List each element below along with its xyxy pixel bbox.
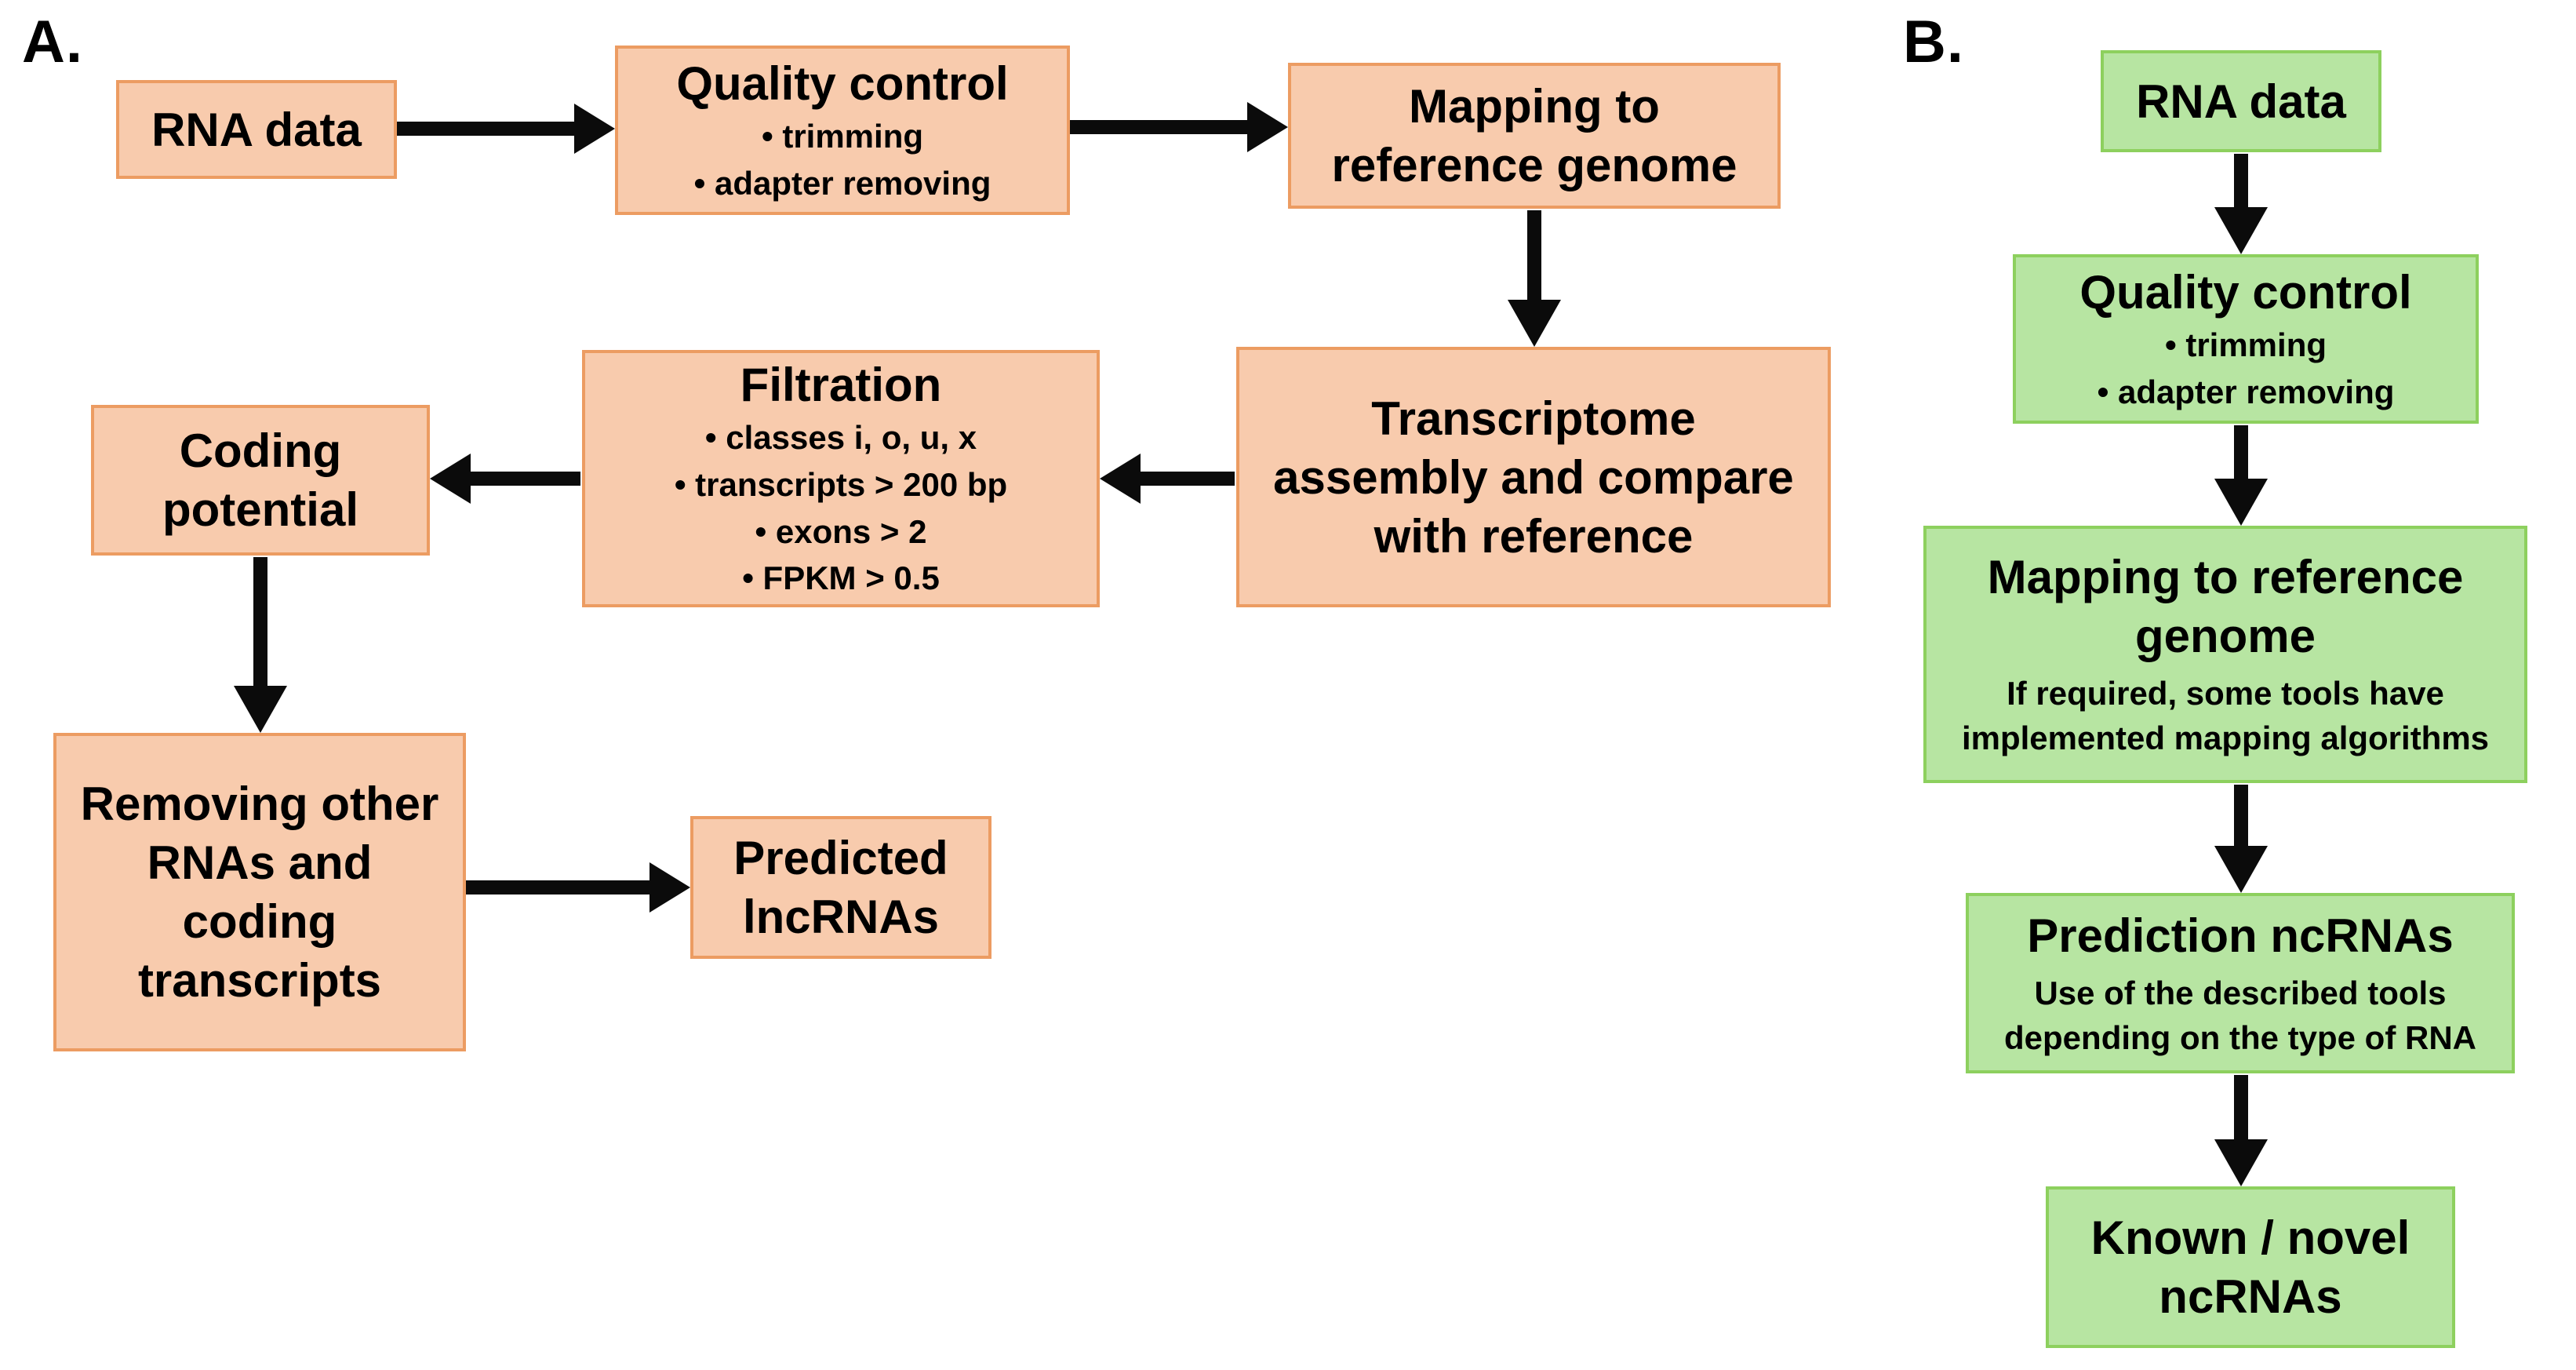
- node-b-known-novel-ncrnas: Known / novel ncRNAs: [2046, 1186, 2455, 1348]
- node-a-transcriptome-assembly: Transcriptome assembly and compare with …: [1236, 347, 1831, 607]
- node-title: Mapping to reference genome: [1987, 551, 2464, 663]
- node-b-rna-data: RNA data: [2101, 50, 2381, 152]
- arrow-a-rna-to-qc-shaft: [397, 122, 574, 136]
- arrow-a-transcriptome-to-filtration-head: [1100, 454, 1141, 504]
- node-title: Filtration: [740, 359, 942, 412]
- arrow-a-qc-to-mapping-head: [1247, 102, 1288, 152]
- arrow-a-filtration-to-coding-shaft: [471, 472, 580, 486]
- node-a-coding-potential: Coding potential: [91, 405, 430, 556]
- node-a-rna-data: RNA data: [116, 80, 397, 179]
- arrow-a-mapping-to-transcriptome-shaft: [1527, 210, 1541, 300]
- node-a-filtration: Filtration • classes i, o, u, x • transc…: [582, 350, 1100, 607]
- node-note: If required, some tools have implemented…: [1961, 675, 2490, 756]
- node-title: Predicted lncRNAs: [733, 832, 948, 943]
- node-title: RNA data: [2136, 75, 2346, 128]
- arrow-b-rna-to-qc-shaft: [2234, 154, 2248, 207]
- node-a-removing-other-rnas: Removing other RNAs and coding transcrip…: [53, 733, 466, 1051]
- arrow-a-filtration-to-coding-head: [430, 454, 471, 504]
- node-title: Known / novel ncRNAs: [2090, 1212, 2410, 1323]
- arrow-a-coding-to-removing-shaft: [253, 557, 267, 686]
- node-b-quality-control: Quality control • trimming • adapter rem…: [2013, 254, 2479, 424]
- arrow-b-rna-to-qc-head: [2214, 207, 2268, 254]
- arrow-b-qc-to-mapping-shaft: [2234, 425, 2248, 479]
- node-title: Prediction ncRNAs: [2027, 909, 2454, 962]
- arrow-a-mapping-to-transcriptome-head: [1508, 300, 1561, 347]
- node-bullet: • adapter removing: [693, 164, 991, 202]
- panel-b-label: B.: [1903, 9, 1964, 75]
- node-title: Quality control: [676, 56, 1009, 110]
- arrow-b-mapping-to-prediction-shaft: [2234, 785, 2248, 846]
- arrow-b-mapping-to-prediction-head: [2214, 846, 2268, 893]
- node-bullet: • trimming: [2164, 326, 2327, 363]
- node-bullet: • FPKM > 0.5: [742, 559, 940, 597]
- node-title: Mapping to reference genome: [1331, 80, 1737, 191]
- arrow-a-transcriptome-to-filtration-shaft: [1141, 472, 1235, 486]
- arrow-a-qc-to-mapping-shaft: [1070, 120, 1247, 134]
- node-a-quality-control: Quality control • trimming • adapter rem…: [615, 46, 1070, 215]
- node-bullet: • trimming: [761, 117, 924, 155]
- arrow-a-removing-to-predicted-head: [649, 862, 690, 913]
- node-a-mapping-reference-genome: Mapping to reference genome: [1288, 63, 1781, 209]
- node-title: Removing other RNAs and coding transcrip…: [80, 778, 439, 1007]
- node-a-predicted-lncrnas: Predicted lncRNAs: [690, 816, 991, 959]
- node-b-mapping-reference-genome: Mapping to reference genome If required,…: [1923, 526, 2527, 783]
- arrow-b-prediction-to-known-head: [2214, 1139, 2268, 1186]
- node-title: Transcriptome assembly and compare with …: [1273, 392, 1794, 563]
- node-bullet: • classes i, o, u, x: [704, 419, 977, 457]
- node-note: Use of the described tools depending on …: [2004, 974, 2476, 1056]
- node-title: Coding potential: [162, 424, 358, 536]
- arrow-a-coding-to-removing-head: [234, 686, 287, 733]
- panel-a-label: A.: [22, 9, 83, 75]
- arrow-a-removing-to-predicted-shaft: [466, 880, 649, 895]
- node-title: RNA data: [151, 103, 362, 156]
- node-bullet: • exons > 2: [755, 512, 927, 550]
- arrow-b-qc-to-mapping-head: [2214, 479, 2268, 526]
- node-bullet: • adapter removing: [2097, 373, 2395, 410]
- node-b-prediction-ncrnas: Prediction ncRNAs Use of the described t…: [1966, 893, 2515, 1073]
- node-title: Quality control: [2079, 265, 2412, 319]
- node-bullet: • transcripts > 200 bp: [674, 465, 1008, 503]
- arrow-a-rna-to-qc-head: [574, 104, 615, 154]
- arrow-b-prediction-to-known-shaft: [2234, 1075, 2248, 1139]
